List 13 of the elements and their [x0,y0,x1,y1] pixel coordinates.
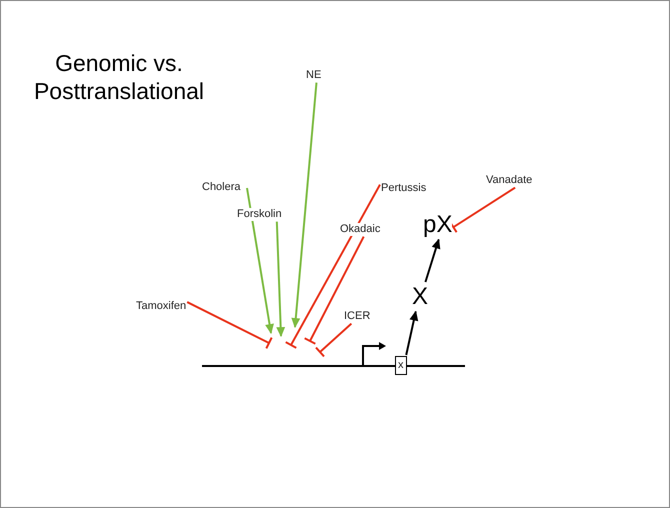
arrow [276,222,286,338]
slide-title: Genomic vs. Posttranslational [32,50,206,106]
agent-label: Forskolin [237,208,282,221]
gene-box: x [395,356,406,376]
inhibition-line [284,184,381,349]
inhibition-line [314,322,352,358]
inhibition-line [304,236,365,345]
inhibition-line [186,301,273,350]
arrow [246,188,274,334]
agent-label: Okadaic [340,223,380,236]
arrow [424,238,440,282]
arrow [405,310,418,356]
arrow [291,82,318,328]
